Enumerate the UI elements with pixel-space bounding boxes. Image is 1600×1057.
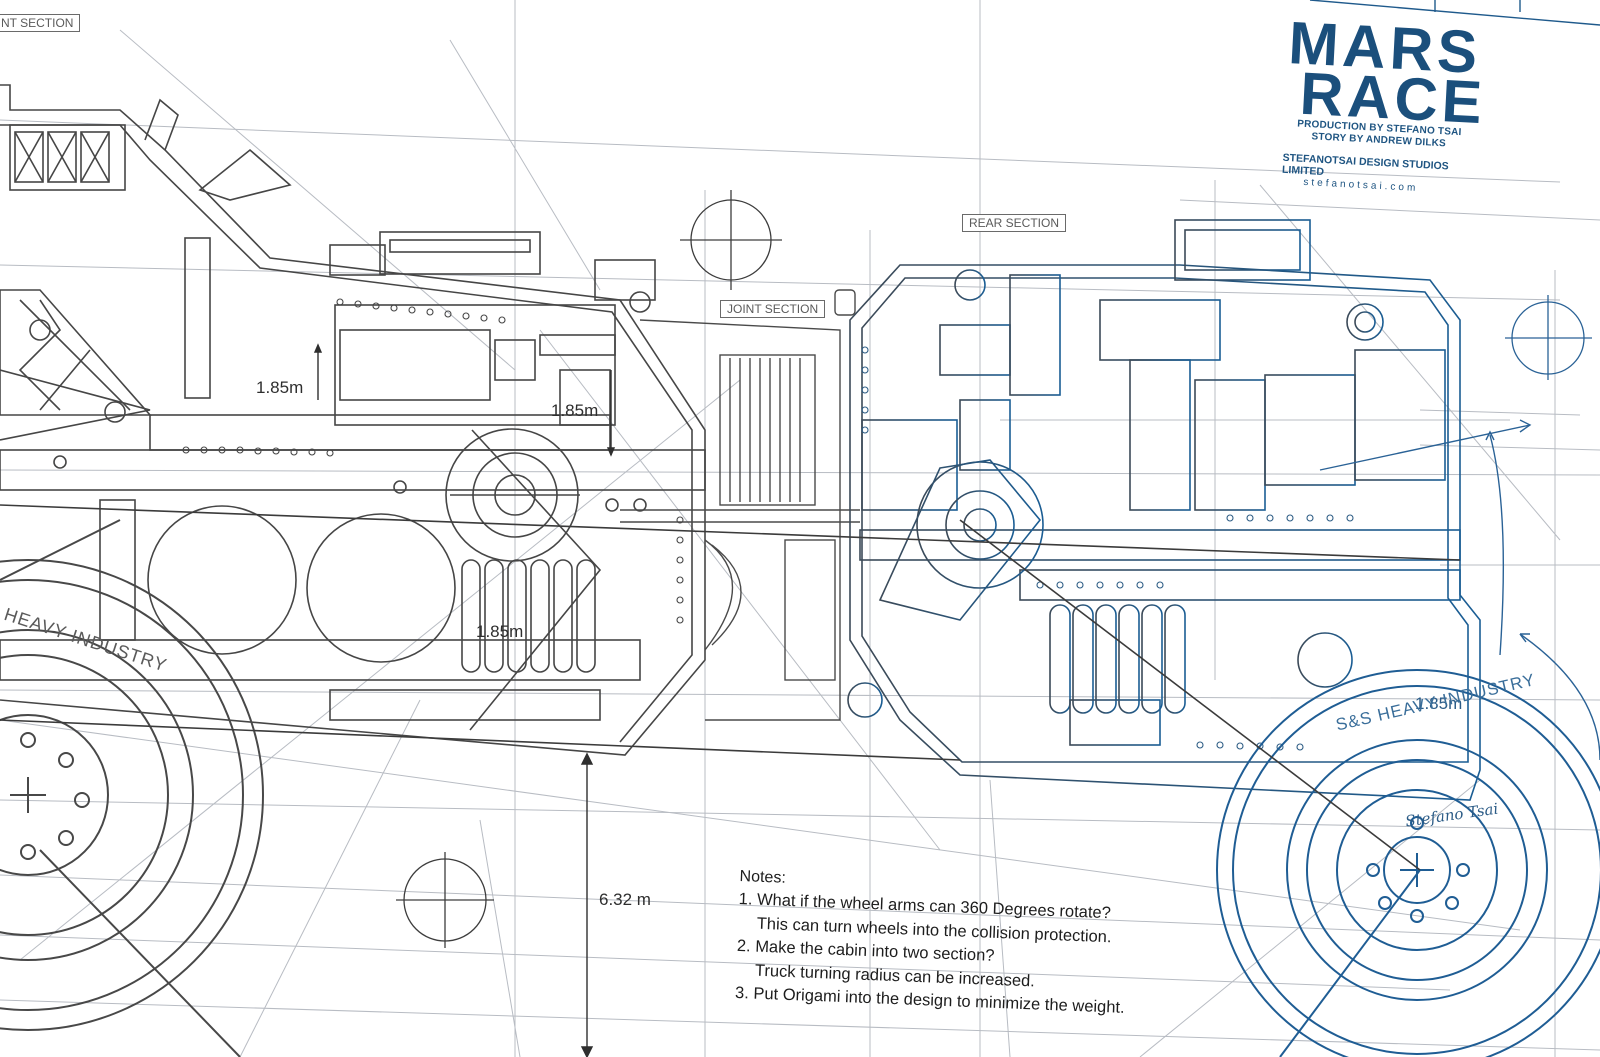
reference-circles	[396, 190, 782, 948]
arm-lines	[0, 504, 1461, 871]
title-block: MARS RACE PRODUCTION BY STEFANO TSAI STO…	[1281, 9, 1500, 199]
design-notes: Notes: 1. What if the wheel arms can 360…	[735, 866, 1130, 1020]
front-section-label: NT SECTION	[0, 14, 81, 32]
joint-section-label: JOINT SECTION	[720, 300, 826, 318]
overall-height-dimension: 6.32 m	[599, 890, 651, 909]
rear-section-label: REAR SECTION	[962, 214, 1067, 232]
rear-section	[847, 219, 1481, 801]
rear-wheel	[1216, 669, 1600, 1057]
front-wheel	[0, 519, 264, 1057]
front-section	[0, 84, 706, 756]
dimension-arrows	[313, 343, 616, 1057]
rotation-arrows	[1319, 419, 1600, 761]
joint-section	[620, 289, 860, 721]
joint-height-dimension: 1.85m	[551, 401, 599, 420]
rear-height-dimension: 1.85m	[1415, 694, 1463, 713]
tank-height-dimension: 1.85m	[476, 622, 524, 641]
front-height-dimension: 1.85m	[256, 378, 304, 397]
front-rivets	[182, 298, 684, 624]
rear-rivets	[861, 346, 1354, 751]
sheet-frame	[1309, 0, 1600, 26]
